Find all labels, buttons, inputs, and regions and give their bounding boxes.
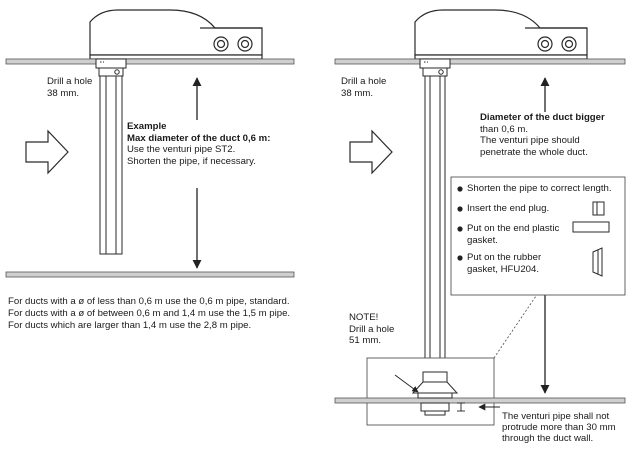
venturi-pipe-left (99, 75, 123, 255)
footnote-line: For ducts with a ø of less than 0,6 m us… (8, 296, 290, 307)
step-label-line: Shorten the pipe to correct length. (467, 183, 612, 194)
bigger-duct-line: The venturi pipe should (480, 135, 580, 147)
protrusion-note: The venturi pipe shall not protrude more… (502, 411, 616, 444)
step-1-label: Shorten the pipe to correct length. (467, 183, 612, 195)
note-line: NOTE! (349, 312, 379, 323)
duct-wall-top-right (334, 58, 626, 65)
protrusion-dimension (457, 402, 465, 412)
pipe-fitting-right (419, 58, 451, 77)
step-label-line: Put on the rubber (467, 252, 542, 263)
venturi-pipe-right (424, 75, 446, 407)
step-label-line: Put on the end plastic (467, 223, 560, 234)
duct-wall-bottom-right (334, 397, 626, 404)
detail-leader-line (493, 295, 537, 359)
footnote-line: For ducts with a ø of between 0,6 m and … (8, 308, 291, 319)
pipe-fitting-left (95, 58, 127, 77)
transmitter-unit-right (414, 9, 588, 60)
step-bullet (457, 255, 463, 261)
drill-note-right: Drill a hole 38 mm. (341, 76, 386, 99)
step-3-label: Put on the end plastic gasket. (467, 223, 559, 246)
left-panel (5, 9, 295, 278)
end-plug-icon (592, 201, 605, 216)
note-leader-line (394, 374, 419, 393)
example-block: Example Max diameter of the duct 0,6 m: … (127, 121, 270, 167)
drill-note-line: Drill a hole (47, 76, 93, 87)
step-bullet (457, 186, 463, 192)
note-line: 51 mm. (349, 335, 381, 347)
drill-note-line: Drill a hole (341, 76, 387, 87)
step-label-line: gasket. (467, 234, 498, 246)
note-block: NOTE! Drill a hole 51 mm. (349, 312, 394, 347)
step-2-label: Insert the end plug. (467, 203, 549, 215)
pipe-length-footnotes: For ducts with a ø of less than 0,6 m us… (8, 296, 290, 332)
step-bullet (457, 206, 463, 212)
duct-wall-bottom-left (5, 271, 295, 278)
drill-note-line: 38 mm. (47, 87, 79, 99)
drill-note-line: 38 mm. (341, 87, 373, 99)
drill-note-left: Drill a hole 38 mm. (47, 76, 92, 99)
step-bullet (457, 226, 463, 232)
step-label-line: Insert the end plug. (467, 203, 550, 214)
example-subtitle: Max diameter of the duct 0,6 m: (127, 132, 271, 144)
gasket-assembly (411, 371, 459, 416)
example-line: Use the venturi pipe ST2. (127, 144, 236, 156)
transmitter-unit-left (89, 9, 263, 60)
bigger-duct-title: Diameter of the duct bigger (480, 112, 605, 123)
bigger-duct-line: than 0,6 m. (480, 123, 528, 135)
bigger-duct-block: Diameter of the duct bigger than 0,6 m. … (480, 112, 605, 158)
protrusion-line: protrude more than 30 mm (502, 422, 616, 433)
bigger-duct-line: penetrate the whole duct. (480, 146, 588, 158)
steps-box (450, 176, 626, 296)
airflow-arrow-left (25, 129, 69, 175)
right-panel (334, 9, 626, 426)
protrusion-line: The venturi pipe shall not (502, 411, 610, 422)
duct-wall-top-left (5, 58, 295, 65)
protrusion-line: through the duct wall. (502, 433, 594, 444)
note-line: Drill a hole (349, 323, 395, 335)
example-line: Shorten the pipe, if necessary. (127, 155, 256, 167)
plastic-gasket-icon (572, 221, 610, 233)
step-label-line: gasket, HFU204. (467, 263, 539, 275)
step-4-label: Put on the rubber gasket, HFU204. (467, 252, 541, 275)
rubber-gasket-icon (592, 247, 603, 277)
airflow-arrow-right (349, 129, 393, 175)
footnote-line: For ducts which are larger than 1,4 m us… (8, 320, 252, 331)
example-title: Example (127, 121, 167, 132)
